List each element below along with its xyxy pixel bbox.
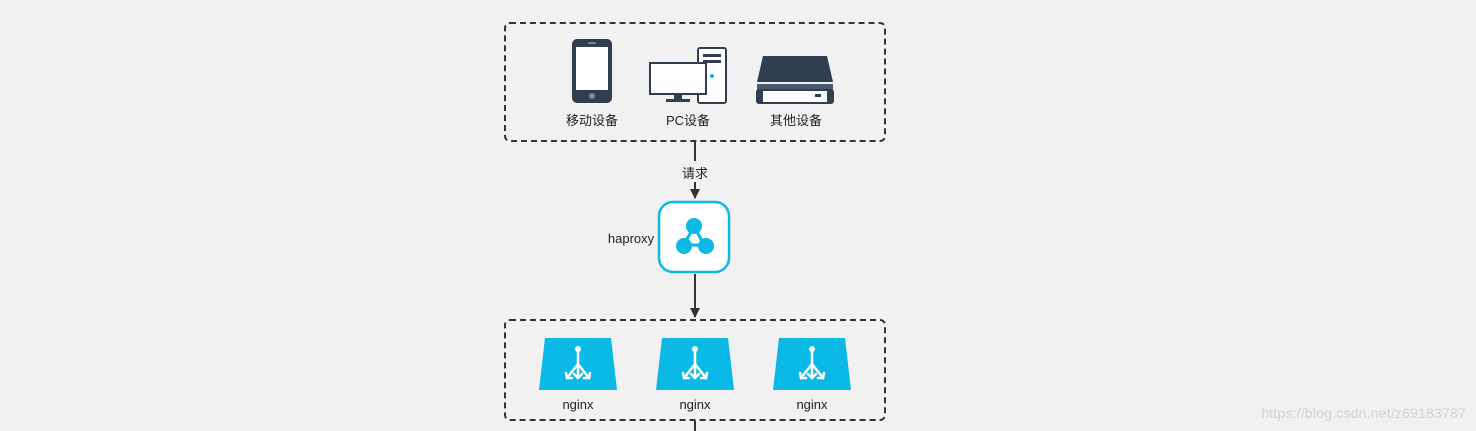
- mobile-phone-icon: [572, 39, 612, 103]
- load-balancer-icon: [657, 200, 731, 274]
- device-label-other: 其他设备: [769, 113, 822, 128]
- device-label-mobile: 移动设备: [565, 113, 618, 128]
- edge-label-request: 请求: [675, 163, 715, 182]
- scanner-icon: [756, 56, 834, 104]
- server-label-2: nginx: [679, 397, 711, 412]
- desktop-computer-icon: [649, 47, 727, 104]
- nginx-server-icon[interactable]: [539, 338, 617, 390]
- server-label-3: nginx: [796, 397, 828, 412]
- device-label-pc: PC设备: [665, 113, 711, 128]
- server-label-1: nginx: [562, 397, 594, 412]
- haproxy-node[interactable]: [657, 200, 731, 274]
- devices-group: [504, 22, 886, 142]
- nginx-server-icon[interactable]: [773, 338, 851, 390]
- nginx-server-icon[interactable]: [656, 338, 734, 390]
- proxy-label: haproxy: [607, 231, 655, 246]
- servers-group: [504, 319, 886, 421]
- watermark-text: https://blog.csdn.net/z69183787: [1261, 405, 1466, 421]
